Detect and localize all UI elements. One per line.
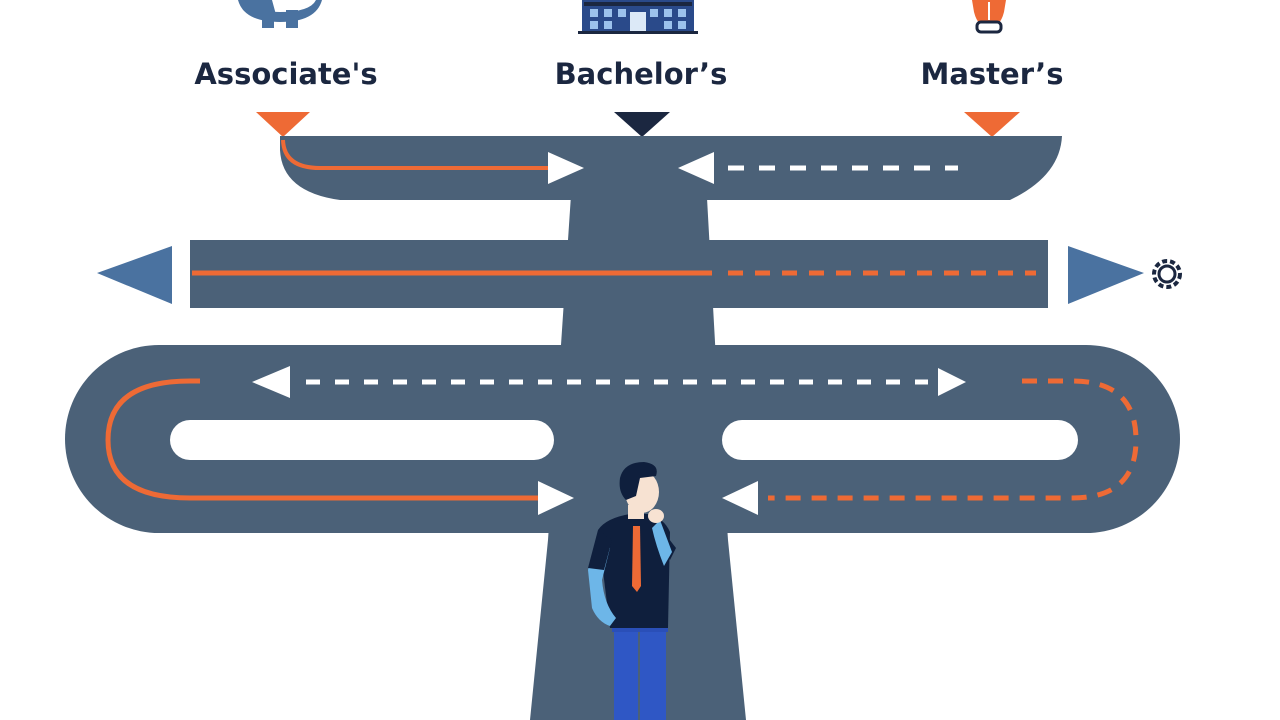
top-left-orange-lane (281, 139, 552, 170)
middle-right-exit-arrow (1068, 246, 1144, 304)
master-lightbulb-icon (972, 0, 1006, 34)
associate-gear-icon (238, 0, 322, 28)
associate-label: Associate's (194, 57, 377, 91)
top-left-pointing-arrow (678, 152, 714, 184)
loop-inner-right (722, 420, 1078, 460)
bachelor-marker (614, 112, 670, 137)
loop-top-left-arrow (252, 366, 290, 398)
master-label: Master’s (920, 57, 1063, 91)
loop-bottom-right-arrow (722, 481, 758, 515)
loop-bottom-left-arrow (538, 481, 574, 515)
bachelor-university-building-icon (578, 0, 698, 34)
loop-right-orange-dashed-lane (768, 378, 1139, 501)
loop-inner-left (170, 420, 554, 460)
thinking-person-figure (588, 462, 676, 720)
bachelor-label: Bachelor’s (555, 57, 728, 91)
road-network (65, 136, 1180, 720)
top-right-pointing-arrow (548, 152, 584, 184)
master-marker (964, 112, 1020, 137)
right-exit-gear-icon (1152, 259, 1182, 289)
middle-left-exit-arrow (97, 246, 172, 304)
associate-marker (256, 112, 310, 137)
loop-top-right-arrow (938, 368, 966, 396)
loop-left-orange-lane (105, 378, 538, 501)
